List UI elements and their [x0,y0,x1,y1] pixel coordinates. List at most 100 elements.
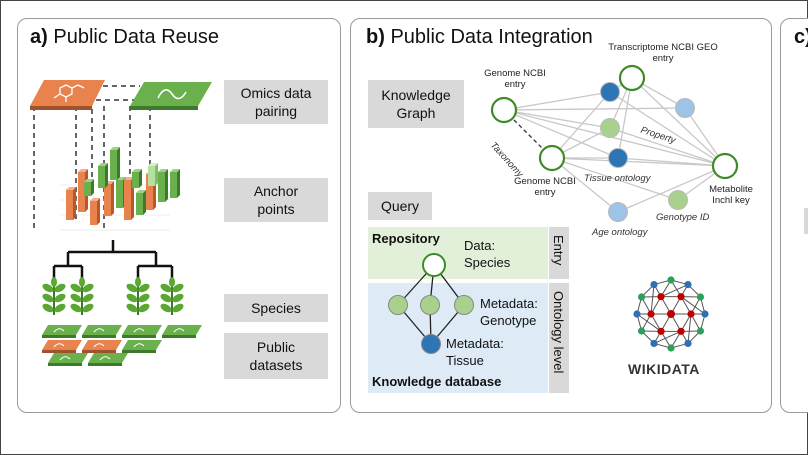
label-metabolite: Metabolite Inchl key [709,184,753,207]
wikidata-node-center [667,310,675,318]
anchor-bar-11 [110,147,120,180]
wikidata-node-inner-1 [687,310,695,318]
plant-icon-1 [70,277,94,315]
wikidata-node-outer-0 [667,276,675,284]
anchor-bar-0 [66,187,76,220]
label-public-datasets: Public datasets [224,333,328,379]
node-darkblue-mid [608,148,628,168]
label-omics-pairing: Omics data pairing [224,80,328,124]
knowledge-graph [490,64,739,222]
dataset-tile-8 [88,353,128,366]
entry-side-box [549,227,569,279]
wikidata-node-outer-8 [637,327,646,335]
panel-b-title: b) Public Data Integration [366,26,593,49]
anchor-bar-10 [98,163,108,188]
knowledge-db-title: Knowledge database [372,374,502,389]
panel-a-letter: a) [30,26,48,48]
ontology-tree [388,253,474,354]
wikidata-node-outer-7 [650,339,658,348]
dataset-tile-2 [122,325,162,338]
plant-icon-0 [42,277,66,315]
anchor-bar-9 [170,169,180,198]
dataset-tile-5 [82,340,122,353]
repository-title: Repository [372,231,440,246]
node-transcriptome [618,64,646,92]
node-green-mid [600,118,620,138]
wikidata-wordmark: WIKIDATA [628,361,700,377]
dataset-tile-6 [122,340,162,353]
node-blue-right [675,98,695,118]
anchor-bar-14 [148,163,158,186]
label-genotype-id: Genotype ID [656,212,710,223]
omics-tile-green [130,82,212,106]
label-tissue-ontology: Tissue ontology [584,173,651,184]
panel-c [780,18,808,413]
label-genome-bottom: Genome NCBI entry [514,176,576,199]
anchor-bar-12 [132,169,142,188]
anchor-bar-6 [136,190,146,215]
panel-b-letter: b) [366,26,385,48]
meta-genotype: Metadata: Genotype [480,296,538,328]
tree-node-g3 [454,295,474,315]
node-darkblue-top [600,82,620,102]
node-metabolite [711,152,739,180]
repository-box [368,227,548,279]
query-box: Query [368,192,432,220]
omics-tile-orange [30,80,105,106]
panel-c-grey-box [804,208,808,234]
node-genome-top [490,96,518,124]
tree-node-tissue [421,334,441,354]
wikidata-node-outer-1 [684,280,692,289]
plant-icon-3 [160,277,184,315]
wikidata-node-outer-6 [667,344,675,352]
ontology-side-box [549,283,569,393]
dataset-tile-4 [42,340,82,353]
wikidata-node-outer-5 [684,339,692,348]
label-species: Species [224,294,328,322]
tree-node-g1 [388,295,408,315]
wikidata-node-outer-11 [650,280,658,289]
label-genome-top: Genome NCBI entry [484,68,546,91]
entry-label: Entry [551,235,566,266]
wikidata-node-outer-10 [637,293,646,301]
wikidata-node-inner-5 [657,293,665,301]
wikidata-node-outer-3 [701,310,709,318]
wikidata-node-outer-2 [696,293,705,301]
wikidata-node-outer-4 [696,327,705,335]
panel-a-title: a) Public Data Reuse [30,26,219,49]
label-transcriptome: Transcriptome NCBI GEO entry [608,42,718,65]
repository-data: Data: Species [464,238,511,270]
plant-icon-2 [126,277,150,315]
wikidata-node-inner-0 [677,293,685,301]
species-text: Species [251,299,301,316]
wikidata-node-outer-9 [633,310,641,318]
label-anchor-points: Anchor points [224,178,328,222]
ontology-label: Ontology level [551,291,566,374]
wikidata-node-inner-4 [647,310,655,318]
knowledge-graph-box: Knowledge Graph [368,80,464,128]
omics-illustration [30,80,212,366]
dataset-tile-3 [162,325,202,338]
dataset-tile-0 [42,325,82,338]
meta-tissue: Metadata: Tissue [446,336,504,368]
panel-b-title-text: Public Data Integration [390,26,593,48]
query-text: Query [380,197,420,214]
omics-pairing-text: Omics data pairing [240,84,312,119]
dataset-tile-1 [82,325,122,338]
anchor-bar-2 [90,198,100,225]
wikidata-node-inner-2 [677,327,685,335]
node-blue-age [608,202,628,222]
panel-c-title: c) [794,26,808,49]
tree-node-g2 [420,295,440,315]
tree-node-species [422,253,446,277]
label-age-ontology: Age ontology [592,227,648,238]
panel-c-letter: c) [794,26,808,48]
node-green-genotype [668,190,688,210]
public-datasets-text: Public datasets [249,338,303,373]
knowledge-graph-text: Knowledge Graph [381,86,451,121]
anchor-bar-8 [158,169,168,202]
wikidata-logo [633,276,709,352]
anchor-points-text: Anchor points [253,182,299,217]
anchor-bar-13 [84,179,94,196]
dataset-tile-7 [48,353,88,366]
